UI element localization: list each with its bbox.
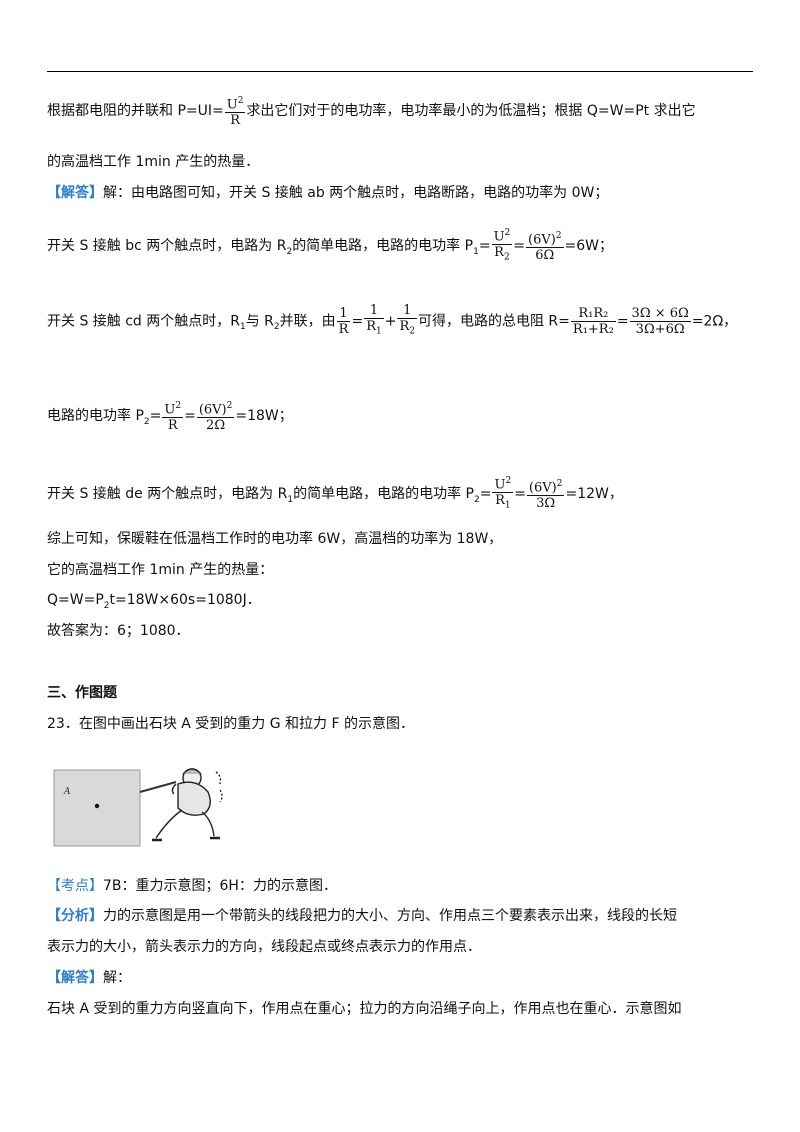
- fenxi-line-2: 表示力的大小，箭头表示力的方向，线段起点或终点表示力的作用点．: [47, 939, 481, 955]
- person-pulling: [152, 768, 223, 842]
- fenxi-tag: 【分析】: [47, 908, 103, 924]
- stone-label: A: [63, 787, 71, 797]
- fenxi-line: 【分析】力的示意图是用一个带箭头的线段把力的大小、方向、作用点三个要素表示出来，…: [47, 908, 677, 924]
- jieda-line-2: 石块 A 受到的重力方向竖直向下，作用点在重心；拉力的方向沿绳子向上，作用点也在…: [47, 1001, 682, 1017]
- rope: [139, 781, 177, 793]
- header-rule: [47, 71, 753, 72]
- text-line-de: 开关 S 接触 de 两个触点时，电路为 R1的简单电路，电路的电功率 P2=U…: [47, 474, 623, 514]
- text-line-summary: 综上可知，保暖鞋在低温档工作时的电功率 6W，高温档的功率为 18W，: [47, 531, 503, 547]
- arm: [171, 783, 177, 795]
- section-title: 三、作图题: [47, 685, 117, 701]
- text-line-bc: 开关 S 接触 bc 两个触点时，电路为 R2的简单电路，电路的电功率 P1=U…: [47, 226, 613, 266]
- answer-line-1: 【解答】解：由电路图可知，开关 S 接触 ab 两个触点时，电路断路，电路的功率…: [47, 185, 609, 201]
- motion-lines: [215, 771, 223, 803]
- text-line-2: 的高温档工作 1min 产生的热量．: [47, 154, 260, 170]
- question-23: 23．在图中画出石块 A 受到的重力 G 和拉力 F 的示意图．: [47, 716, 414, 732]
- text-line-answer: 故答案为：6；1080．: [47, 623, 190, 639]
- jieda-tag: 【解答】: [47, 970, 103, 986]
- text: 根据都电阻的并联和 P=UI=: [47, 103, 224, 120]
- text-line-heat: 它的高温档工作 1min 产生的热量：: [47, 562, 274, 578]
- back-leg: [155, 809, 183, 839]
- helmet: [182, 768, 202, 775]
- kaodian-line: 【考点】7B：重力示意图；6H：力的示意图．: [47, 878, 337, 894]
- center-of-gravity-dot: [94, 803, 100, 809]
- kaodian-tag: 【考点】: [47, 878, 103, 894]
- answer-tag: 【解答】: [47, 185, 103, 201]
- text: 求出它们对于的电功率，电功率最小的为低温档；根据 Q=W=Pt 求出它: [246, 103, 696, 120]
- stone-pulling-figure: A: [52, 764, 270, 848]
- front-leg: [201, 811, 215, 837]
- body: [177, 781, 211, 816]
- text-line-q: Q=W=P2t=18W×60s=1080J．: [47, 592, 261, 611]
- jieda-line: 【解答】解：: [47, 970, 131, 986]
